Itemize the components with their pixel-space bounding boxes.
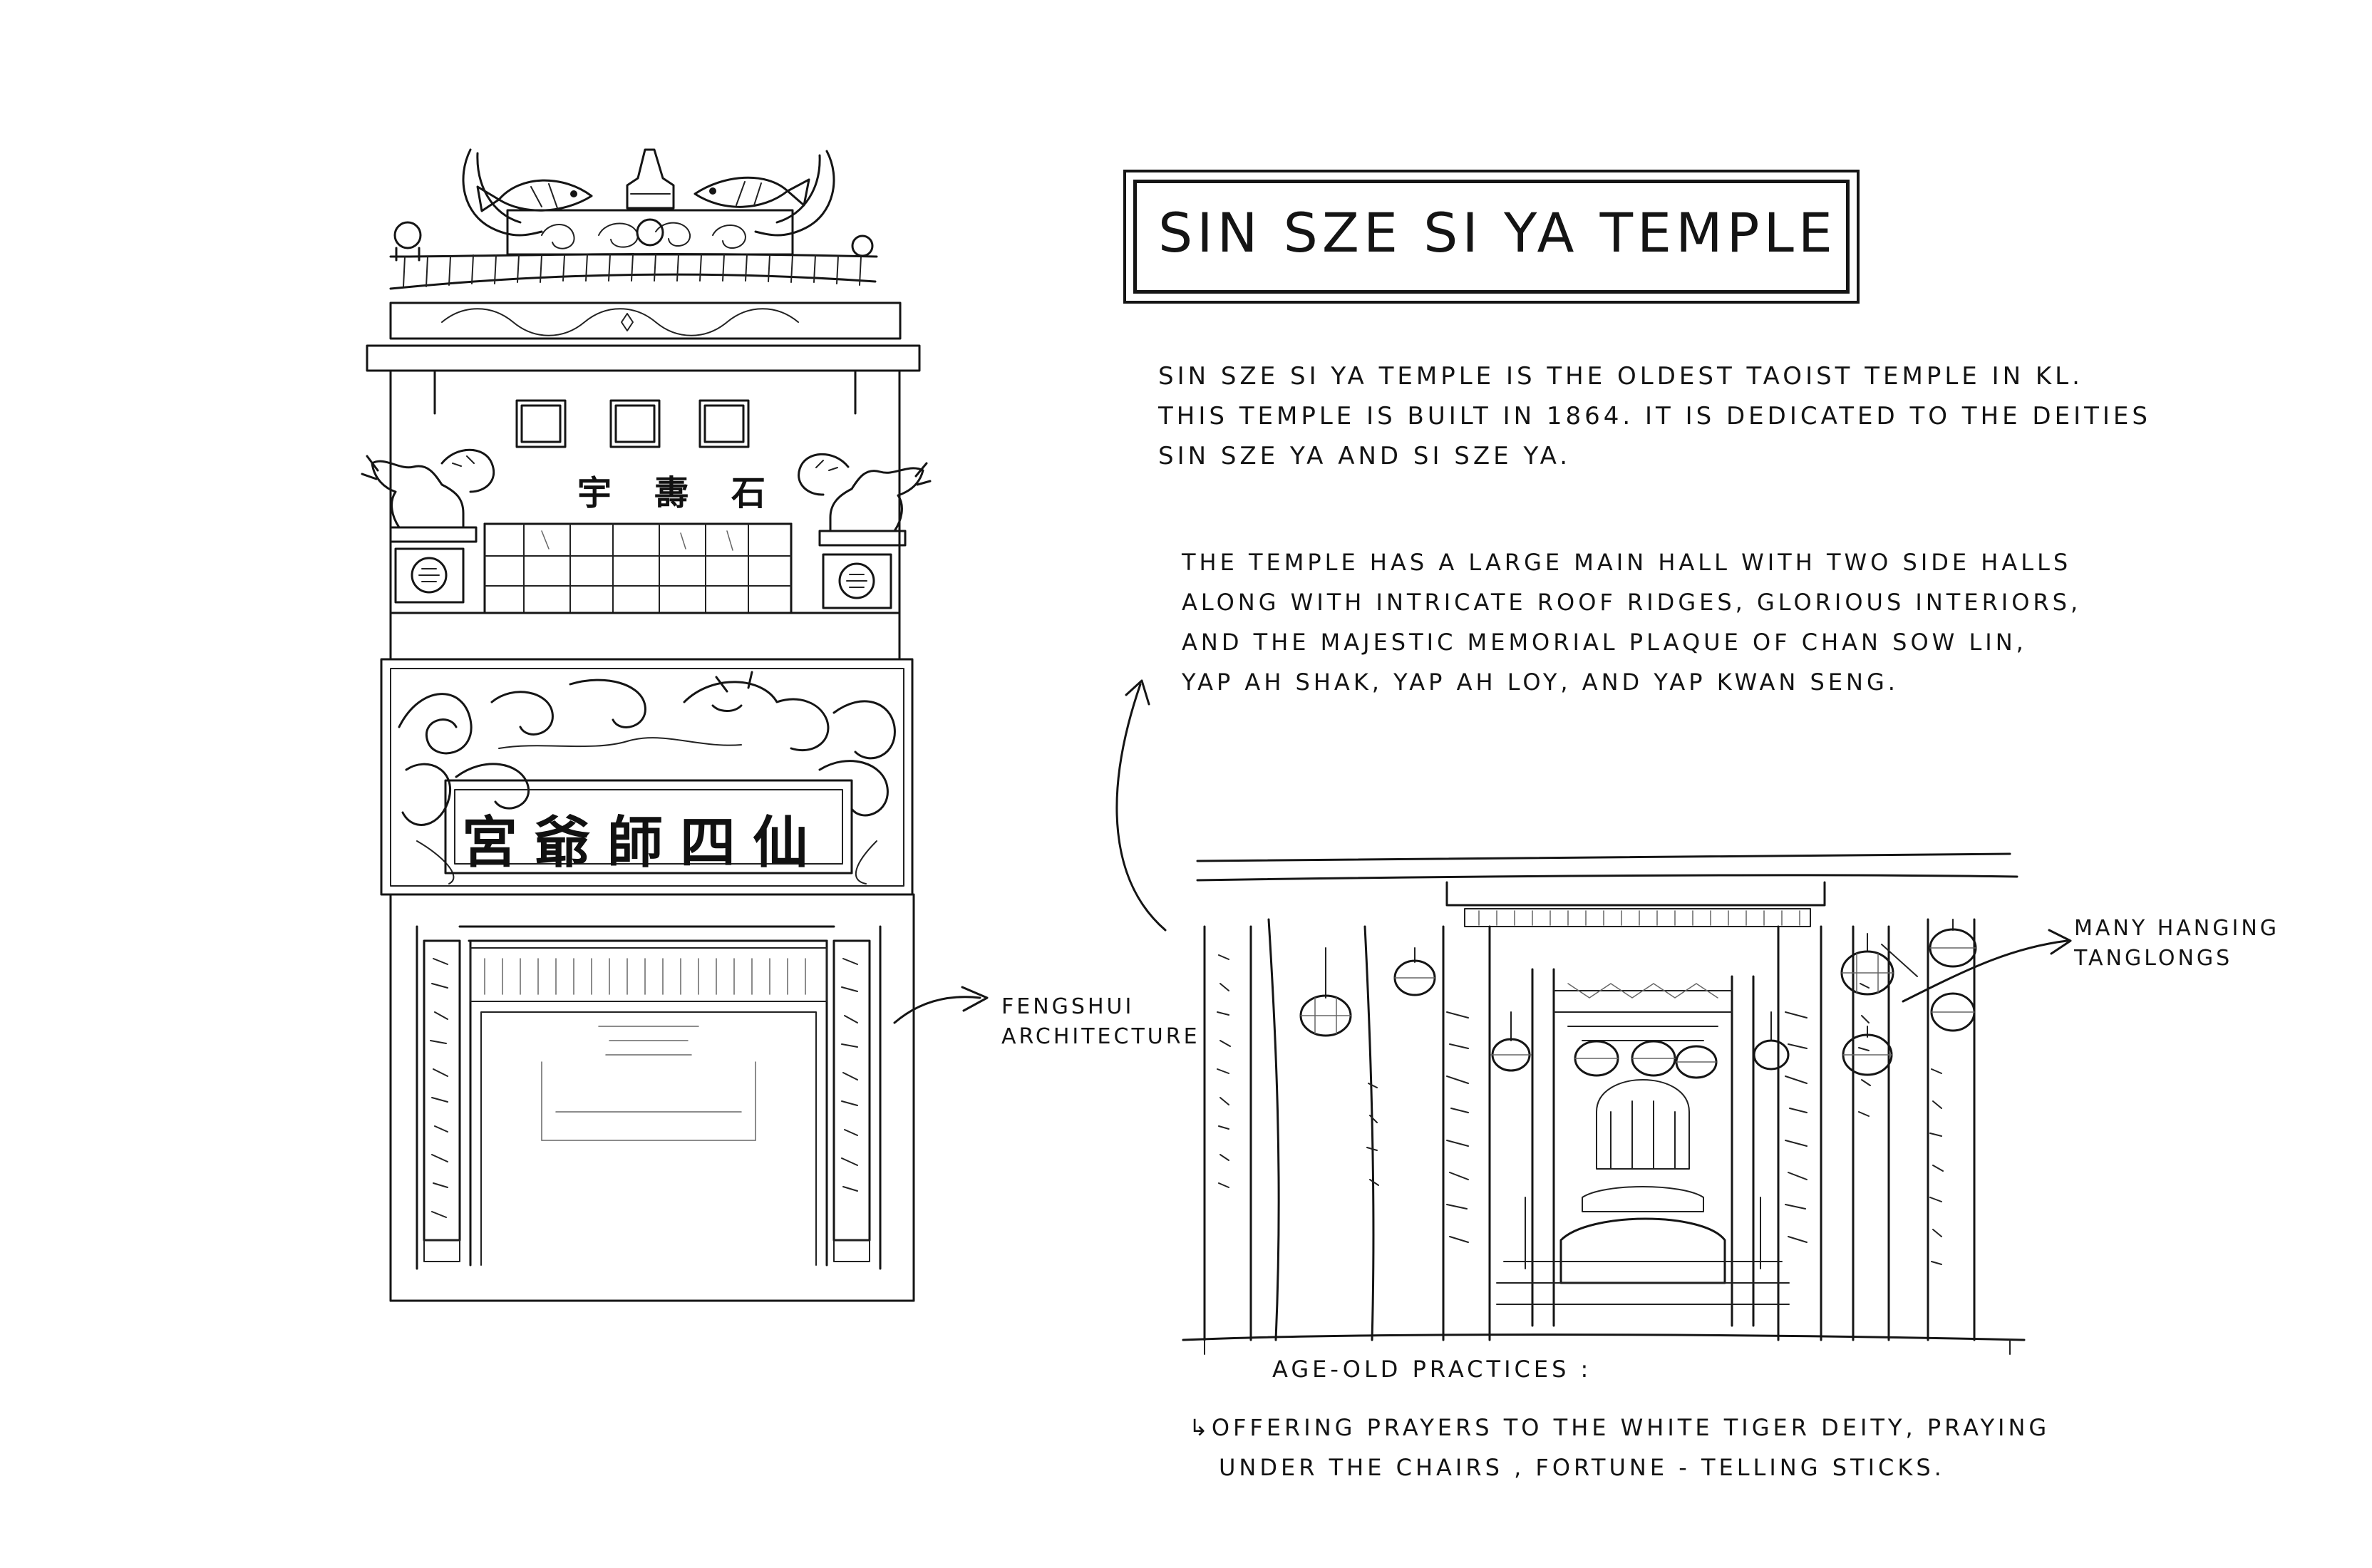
- practices-line: UNDER THE CHAIRS , FORTUNE - TELLING STI…: [1219, 1454, 1945, 1481]
- guardian-lion-left: [362, 450, 494, 542]
- tanglong-arrow: [1903, 941, 2067, 1001]
- hall-paragraph: THE TEMPLE HAS A LARGE MAIN HALL WITH TW…: [1182, 542, 2081, 701]
- page-title: SIN SZE SI YA TEMPLE: [1158, 201, 1837, 264]
- hall-line: AND THE MAJESTIC MEMORIAL PLAQUE OF CHAN…: [1182, 629, 2027, 656]
- intro-line: SIN SZE YA AND SI SZE YA.: [1158, 442, 1572, 470]
- upper-plaque-text: 宇夀石: [577, 473, 809, 513]
- intro-line: SIN SZE SI YA TEMPLE IS THE OLDEST TAOIS…: [1158, 362, 2083, 391]
- tanglong-label-line: TANGLONGS: [2074, 946, 2233, 971]
- hall-line: ALONG WITH INTRICATE ROOF RIDGES, GLORIO…: [1182, 589, 2082, 616]
- side-rosette-panels: [391, 549, 899, 613]
- tanglong-label-line: MANY HANGING: [2074, 916, 2280, 941]
- practices-heading: AGE-OLD PRACTICES :: [1272, 1356, 1592, 1383]
- main-plaque-text: 宮爺師四仙: [462, 811, 826, 875]
- hall-arrow: [1117, 684, 1165, 930]
- fengshui-label: FENGSHUI ARCHITECTURE: [1001, 992, 1200, 1052]
- fengshui-arrow: [894, 997, 980, 1023]
- roof-crest-drawing: [463, 150, 834, 254]
- upper-wall-drawing: [367, 346, 919, 659]
- entrance-gate-drawing: [391, 894, 914, 1301]
- fengshui-label-line: ARCHITECTURE: [1001, 1024, 1200, 1049]
- hall-line: THE TEMPLE HAS A LARGE MAIN HALL WITH TW…: [1182, 549, 2072, 576]
- practices-paragraph: ↳OFFERING PRAYERS TO THE WHITE TIGER DEI…: [1189, 1408, 2050, 1487]
- tiled-eave-drawing: [391, 222, 900, 339]
- intro-paragraph: SIN SZE SI YA TEMPLE IS THE OLDEST TAOIS…: [1158, 356, 2151, 476]
- title-frame: [1133, 180, 1850, 294]
- dragon-carving-panel: [381, 659, 912, 894]
- hall-line: YAP AH SHAK, YAP AH LOY, AND YAP KWAN SE…: [1182, 669, 1899, 696]
- practices-line: ↳OFFERING PRAYERS TO THE WHITE TIGER DEI…: [1189, 1414, 2051, 1441]
- tanglong-label: MANY HANGING TANGLONGS: [2074, 914, 2279, 974]
- intro-line: THIS TEMPLE IS BUILT IN 1864. IT IS DEDI…: [1158, 402, 2151, 430]
- guardian-lion-right: [799, 454, 930, 545]
- hanging-lanterns: [1301, 919, 1976, 1078]
- fengshui-label-line: FENGSHUI: [1001, 994, 1135, 1019]
